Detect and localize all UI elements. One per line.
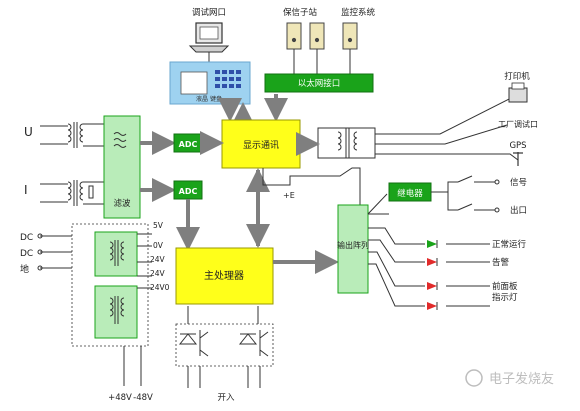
- server-icons: [286, 22, 358, 50]
- relay-label: 继电器: [397, 188, 423, 199]
- normal-run-label: 正常运行: [492, 239, 527, 250]
- adc-label-1: ADC: [179, 140, 198, 149]
- dc-label-1: DC: [20, 233, 33, 243]
- i-label: I: [24, 183, 28, 197]
- optocoupler-icons: [178, 330, 269, 357]
- v0-label: 0V: [153, 241, 164, 250]
- monitoring-label: 监控系统: [341, 7, 376, 18]
- printer-icon: [508, 82, 528, 103]
- antenna-icon: [513, 152, 523, 166]
- isolation-transformer: [317, 127, 376, 159]
- v5-label: 5V: [153, 221, 164, 230]
- ethernet-label: 以太网接口: [298, 78, 341, 89]
- u-label: U: [24, 125, 33, 139]
- dc-label-2: DC: [20, 249, 33, 259]
- power-module-1: [94, 231, 138, 277]
- m48-label: -48V: [133, 393, 153, 403]
- power-module-2: [94, 285, 138, 339]
- display-comm-label: 显示通讯: [243, 140, 279, 151]
- output-array-label: 输出阵列: [337, 240, 369, 250]
- voltage-transformer: [40, 122, 104, 148]
- front-panel-label-1: 前面板: [492, 281, 518, 292]
- debug-port-label: 调试网口: [192, 7, 226, 18]
- signal-label: 信号: [510, 177, 527, 188]
- front-panel-label-2: 指示灯: [492, 292, 518, 303]
- lcd-keypad-panel: 液晶 键盘: [169, 61, 251, 105]
- ground-label: 地: [20, 263, 29, 275]
- main-processor-block: [175, 247, 274, 305]
- wave-icon: [113, 132, 127, 148]
- e-pin-label: +E: [283, 191, 295, 200]
- gps-label: GPS: [509, 141, 526, 151]
- ethernet-bar: [264, 73, 374, 93]
- power-supply-outline: [71, 223, 149, 347]
- main-processor-label: 主处理器: [204, 270, 244, 282]
- current-transformer: [40, 180, 104, 206]
- exit-label: 出口: [510, 205, 527, 216]
- switch-input-outline: [175, 323, 274, 367]
- relay-contacts: [431, 175, 500, 213]
- alarm-label: 告警: [492, 257, 510, 268]
- printer-label: 打印机: [504, 71, 530, 82]
- watermark: 电子发烧友: [465, 369, 554, 387]
- p48-label: +48V: [108, 393, 132, 403]
- computer-icon: [188, 22, 230, 53]
- v24-label: 24V: [150, 255, 166, 264]
- switch-in-label: 开入: [217, 393, 235, 403]
- panel-keys-label: 液晶 键盘: [196, 95, 222, 103]
- watermark-text: 电子发烧友: [489, 371, 554, 387]
- keypad-icon: [215, 70, 241, 88]
- power-transformer-icons: [109, 240, 125, 324]
- filter-label: 滤波: [113, 198, 131, 209]
- v24b-label: 24V: [150, 269, 166, 278]
- v24c-label: 24V0: [150, 283, 170, 292]
- factory-debug-label: 工厂调试口: [498, 119, 538, 129]
- filter-block: [103, 115, 141, 219]
- adc-label-2: ADC: [179, 187, 198, 196]
- substation-label: 保信子站: [283, 7, 318, 18]
- output-array-block: [337, 204, 369, 294]
- led-icons: [427, 240, 438, 310]
- led-lines: [368, 227, 490, 307]
